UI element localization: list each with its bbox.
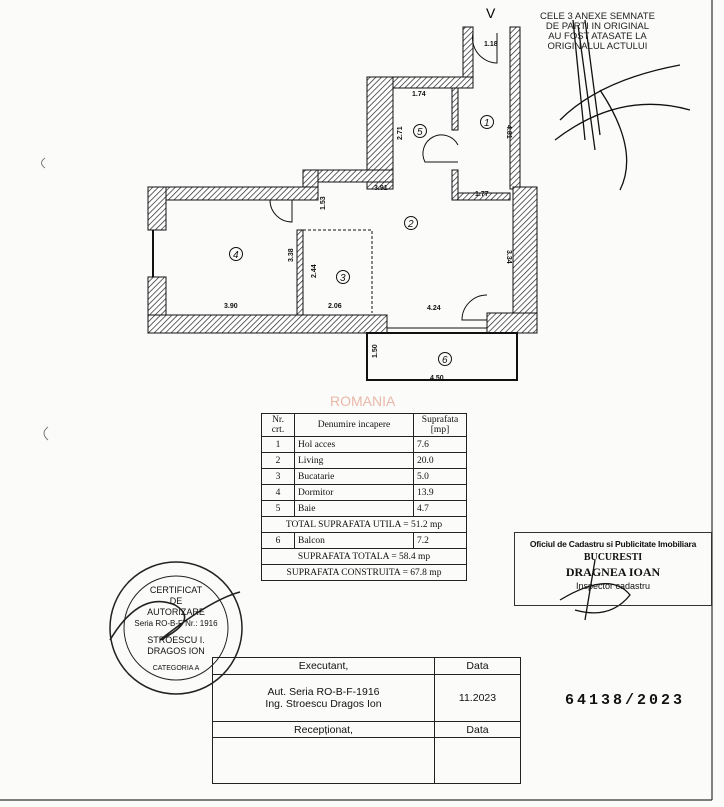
annex-note: CELE 3 ANEXE SEMNATE DE PARTI IN ORIGINA… xyxy=(540,11,655,52)
total-area: SUPRAFATA TOTALA = 58.4 mp xyxy=(261,548,467,565)
registration-number: 64138/2023 xyxy=(565,692,686,709)
dim-hall-bottom: 1.77 xyxy=(475,191,489,198)
signature-annex xyxy=(554,19,691,191)
room-number-2: 2 xyxy=(407,219,414,230)
executant-label: Executant, xyxy=(212,657,435,675)
room-table: Nr. crt. Denumire incapere Suprafata [mp… xyxy=(261,413,467,581)
dim-balcony-depth: 1.50 xyxy=(372,344,379,358)
north-marker: V xyxy=(486,5,496,21)
receptionat-field xyxy=(212,737,435,784)
dim-kitchen-width: 2.06 xyxy=(328,303,342,310)
date-label-2: Data xyxy=(434,721,521,738)
dim-bath-height: 2.71 xyxy=(397,126,404,140)
ocpi-stamp: Oficiul de Cadastru si Publicitate Imobi… xyxy=(514,532,712,606)
walls xyxy=(147,26,538,334)
dimension-labels: 1.18 1.74 2.71 4.81 3.91 1.77 1.53 3.38 … xyxy=(224,41,512,382)
signature-ocpi xyxy=(559,559,631,621)
total-utila: TOTAL SUPRAFATA UTILA = 51.2 mp xyxy=(261,516,467,533)
date-label: Data xyxy=(434,657,521,675)
dim-living-left: 1.53 xyxy=(320,196,327,210)
dim-living-width: 4.24 xyxy=(427,305,441,312)
fixtures xyxy=(152,32,518,381)
header-name: Denumire incapere xyxy=(294,413,414,437)
room-numbers: 1 2 3 4 5 6 xyxy=(229,115,494,366)
built-area: SUPRAFATA CONSTRUITA = 67.8 mp xyxy=(261,564,467,581)
dim-balcony-width: 4.50 xyxy=(430,375,444,382)
room-number-6: 6 xyxy=(442,355,448,366)
date-value: 11.2023 xyxy=(434,674,521,722)
header-nr: Nr. crt. xyxy=(261,413,295,437)
watermark: ROMANIA xyxy=(330,393,396,409)
dim-hall-length: 4.81 xyxy=(505,125,512,139)
receptionat-date-field xyxy=(434,737,521,784)
dim-bedroom-width: 3.90 xyxy=(224,303,238,310)
header-area: Suprafata [mp] xyxy=(413,413,467,437)
dim-hall-width: 1.18 xyxy=(484,41,498,48)
receptionat-label: Recepționat, xyxy=(212,721,435,738)
punch-holes xyxy=(41,157,49,441)
dim-kitchen-height: 2.44 xyxy=(311,264,318,278)
room-number-4: 4 xyxy=(233,250,239,261)
dim-bedroom-height: 3.38 xyxy=(288,248,295,262)
room-number-3: 3 xyxy=(340,273,346,284)
room-number-1: 1 xyxy=(484,118,490,129)
room-number-5: 5 xyxy=(417,127,423,138)
dim-bath-width: 1.74 xyxy=(412,91,426,98)
certificate-stamp xyxy=(109,561,243,695)
dim-living-right: 3.34 xyxy=(505,250,512,264)
certificate-stamp-text: CERTIFICAT DE AUTORIZARE Seria RO-B-F Nr… xyxy=(134,585,218,672)
dim-living-top: 3.91 xyxy=(374,185,388,192)
